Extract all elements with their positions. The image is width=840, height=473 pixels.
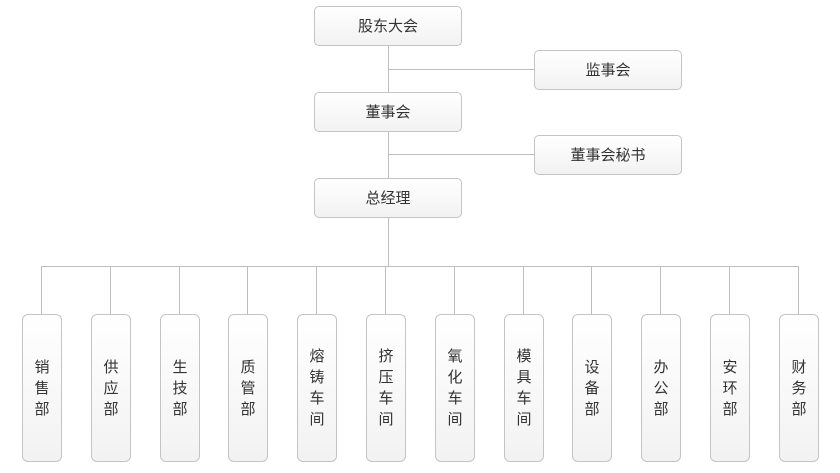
department-label-char: 压 — [378, 368, 394, 386]
node-general-manager[interactable]: 总经理 — [314, 178, 462, 218]
department-label-char: 公 — [653, 378, 669, 397]
node-label: 董事会 — [365, 102, 411, 121]
department-label-char: 部 — [584, 399, 600, 418]
node-label: 股东大会 — [357, 16, 418, 35]
department-label-char: 车 — [378, 389, 394, 407]
node-department[interactable]: 财务部 — [779, 314, 819, 462]
department-label: 熔铸车间 — [309, 346, 324, 430]
department-label-char: 间 — [516, 410, 532, 428]
department-label: 模具车间 — [516, 346, 531, 430]
department-label: 挤压车间 — [378, 346, 393, 430]
department-label-char: 间 — [309, 410, 325, 428]
node-board-of-directors[interactable]: 董事会 — [314, 92, 462, 132]
node-label: 监事会 — [585, 60, 631, 79]
department-label-char: 供 — [103, 357, 119, 376]
node-department[interactable]: 安环部 — [710, 314, 750, 462]
department-label-char: 车 — [309, 389, 325, 407]
department-label-char: 熔 — [309, 347, 325, 365]
department-label-char: 部 — [240, 399, 256, 418]
node-label: 总经理 — [365, 188, 411, 207]
department-label-char: 具 — [516, 368, 532, 386]
department-label: 氧化车间 — [447, 346, 462, 430]
department-label-char: 化 — [447, 368, 463, 386]
node-label: 董事会秘书 — [570, 145, 646, 164]
department-label-char: 部 — [103, 399, 119, 418]
department-label-char: 部 — [172, 399, 188, 418]
department-label-char: 销 — [34, 357, 50, 376]
node-department[interactable]: 生技部 — [160, 314, 200, 462]
node-department[interactable]: 质管部 — [228, 314, 268, 462]
department-label-char: 部 — [791, 399, 807, 418]
department-label-char: 财 — [791, 357, 807, 376]
department-label-char: 备 — [584, 378, 600, 397]
department-label: 财务部 — [791, 357, 806, 420]
department-label-char: 铸 — [309, 368, 325, 386]
department-label-char: 售 — [34, 378, 50, 397]
department-label-char: 设 — [584, 357, 600, 376]
department-label-char: 环 — [722, 378, 738, 397]
department-label-char: 安 — [722, 357, 738, 376]
department-label-char: 模 — [516, 347, 532, 365]
department-label-char: 应 — [103, 378, 119, 397]
department-label-char: 氧 — [447, 347, 463, 365]
node-department[interactable]: 销售部 — [22, 314, 62, 462]
node-department[interactable]: 熔铸车间 — [297, 314, 337, 462]
node-supervisory-board[interactable]: 监事会 — [534, 50, 682, 90]
node-department[interactable]: 模具车间 — [504, 314, 544, 462]
node-shareholders-meeting[interactable]: 股东大会 — [314, 6, 462, 46]
department-label-char: 技 — [172, 378, 188, 397]
department-label-char: 车 — [516, 389, 532, 407]
department-drop-lines — [41, 266, 799, 314]
department-label-char: 办 — [653, 357, 669, 376]
department-label-char: 间 — [447, 410, 463, 428]
department-label: 办公部 — [653, 357, 668, 420]
department-label: 销售部 — [34, 357, 49, 420]
node-department[interactable]: 挤压车间 — [366, 314, 406, 462]
node-department[interactable]: 氧化车间 — [435, 314, 475, 462]
node-department[interactable]: 设备部 — [572, 314, 612, 462]
node-department[interactable]: 办公部 — [641, 314, 681, 462]
department-label-char: 部 — [653, 399, 669, 418]
department-label: 设备部 — [584, 357, 599, 420]
department-label-char: 管 — [240, 378, 256, 397]
department-label-char: 车 — [447, 389, 463, 407]
department-label-char: 务 — [791, 378, 807, 397]
department-label-char: 挤 — [378, 347, 394, 365]
department-label-char: 部 — [34, 399, 50, 418]
department-label: 安环部 — [722, 357, 737, 420]
department-label-char: 质 — [240, 357, 256, 376]
department-label-char: 生 — [172, 357, 188, 376]
node-department[interactable]: 供应部 — [91, 314, 131, 462]
department-label: 质管部 — [240, 357, 255, 420]
department-label: 供应部 — [103, 357, 118, 420]
node-board-secretary[interactable]: 董事会秘书 — [534, 135, 682, 175]
department-label-char: 间 — [378, 410, 394, 428]
department-label: 生技部 — [172, 357, 187, 420]
department-label-char: 部 — [722, 399, 738, 418]
